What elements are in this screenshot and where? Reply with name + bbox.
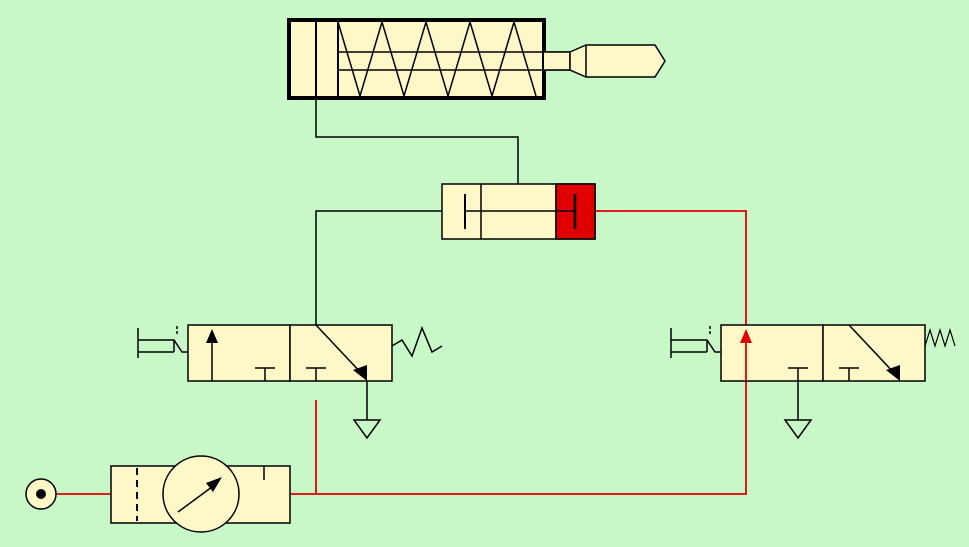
pressurized-lines <box>56 210 747 495</box>
shuttle-to-right-valve-line <box>595 210 747 325</box>
left-valve-to-shuttle-line <box>315 210 442 325</box>
left-valve-normal-box <box>289 324 393 382</box>
gauge-needle <box>177 483 217 513</box>
valve-3-2-right <box>670 324 956 440</box>
shuttle-valve <box>441 183 596 240</box>
exhausted-lines <box>315 98 519 325</box>
valve-3-2-left <box>137 324 443 440</box>
gauge-needle-arrow-icon <box>206 477 222 492</box>
supply-to-right-valve-line <box>290 381 747 495</box>
left-valve-actuated-box <box>187 324 291 382</box>
left-exhaust-path <box>315 324 364 376</box>
right-valve-normal-box <box>822 324 926 382</box>
right-exhaust-path <box>848 324 897 376</box>
right-exhaust-icon <box>783 419 813 440</box>
left-push-button-icon <box>137 326 188 358</box>
single-acting-cylinder <box>287 18 666 100</box>
cylinder-barrel <box>287 18 546 100</box>
rod-end-tool <box>569 44 666 78</box>
left-flow-arrow-icon <box>206 329 218 343</box>
cylinder-to-shuttle-line <box>315 98 519 184</box>
air-supply <box>25 478 57 510</box>
return-spring <box>337 19 537 99</box>
gauge-icon <box>162 455 240 533</box>
right-flow-arrow-icon <box>740 329 752 343</box>
right-exhaust-arrow-icon <box>886 365 900 381</box>
left-spring-icon <box>391 325 443 358</box>
filter-regulator <box>110 455 291 533</box>
rod-extension <box>544 51 571 71</box>
right-spring-icon <box>924 327 956 349</box>
right-valve-actuated-box <box>720 324 824 382</box>
right-push-button-icon <box>670 326 721 358</box>
left-exhaust-icon <box>352 419 382 440</box>
pressure-source-dot <box>36 489 46 499</box>
left-exhaust-arrow-icon <box>353 365 367 381</box>
